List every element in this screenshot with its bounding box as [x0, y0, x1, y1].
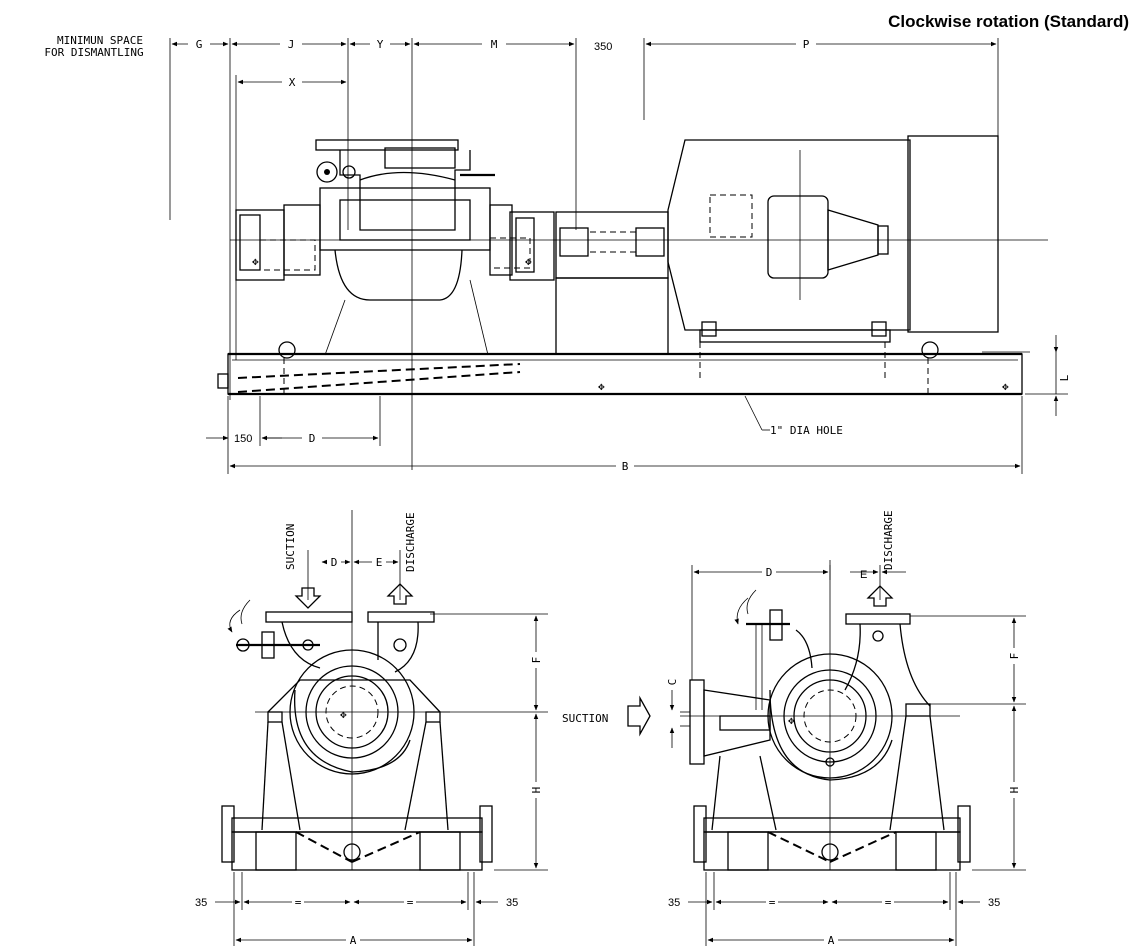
suction-label: SUCTION [562, 712, 608, 725]
svg-text:✥: ✥ [252, 255, 259, 268]
dim-a-label: A [828, 934, 835, 947]
dim-d-label: D [331, 556, 338, 569]
eq-left-label: = [295, 896, 302, 909]
dim-35-left-label: 35 [668, 897, 680, 909]
dim-h-label: H [530, 787, 543, 794]
hole-note: 1" DIA HOLE [770, 424, 843, 437]
dim-e-label: E [376, 556, 383, 569]
dim-b-label: B [622, 460, 629, 473]
svg-text:✥: ✥ [788, 714, 795, 727]
svg-text:✥: ✥ [340, 708, 347, 721]
discharge-label: DISCHARGE [404, 512, 417, 572]
dim-c-label: C [666, 679, 679, 686]
dim-a-label: A [350, 934, 357, 947]
end-view-right: D E DISCHARGE SUCTION C [562, 510, 1026, 947]
min-space-label-2: FOR DISMANTLING [44, 46, 143, 59]
dim-g-label: G [196, 38, 203, 51]
min-space-label-1: MINIMUN SPACE [57, 34, 143, 47]
dim-350-label: 350 [594, 41, 612, 53]
dim-h-label: H [1008, 787, 1021, 794]
dim-f-label: F [1008, 653, 1021, 660]
dim-150-label: 150 [234, 433, 252, 445]
dim-35-right-label: 35 [506, 897, 518, 909]
suction-label: SUCTION [284, 524, 297, 570]
dim-j-label: J [288, 38, 295, 51]
svg-text:✥: ✥ [525, 255, 532, 268]
dim-m-label: M [491, 38, 498, 51]
dim-d-label: D [766, 566, 773, 579]
dim-p-label: P [803, 38, 810, 51]
dim-35-right-label: 35 [988, 897, 1000, 909]
discharge-label: DISCHARGE [882, 510, 895, 570]
dim-x-label: X [289, 76, 296, 89]
dim-l-label: L [1058, 374, 1071, 381]
eq-left-label: = [769, 896, 776, 909]
dim-e-label: E [860, 569, 867, 581]
svg-text:✥: ✥ [598, 380, 605, 393]
eq-right-label: = [407, 896, 414, 909]
eq-right-label: = [885, 896, 892, 909]
dim-35-left-label: 35 [195, 897, 207, 909]
dim-y-label: Y [377, 38, 384, 51]
dim-f-label: F [530, 657, 543, 664]
svg-text:✥: ✥ [1002, 380, 1009, 393]
page-title: Clockwise rotation (Standard) [888, 12, 1129, 31]
plan-view: MINIMUN SPACE FOR DISMANTLING G J Y M 35… [44, 34, 1071, 474]
dim-d-label: D [309, 432, 316, 445]
end-view-left: SUCTION DISCHARGE D E ✥ [195, 510, 548, 947]
